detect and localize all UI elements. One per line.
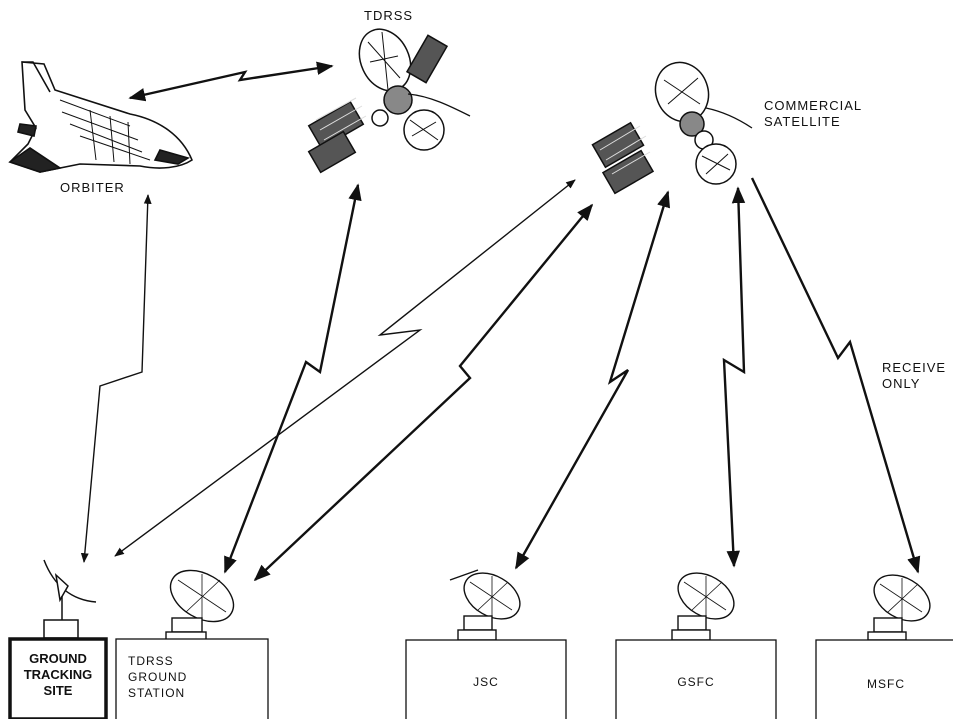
link-commercial-ground-tracking <box>114 179 576 557</box>
tdrss-ground-station-box <box>115 638 269 719</box>
link-orbiter-ground-tracking <box>80 194 152 563</box>
orbiter-shuttle-icon <box>8 61 193 173</box>
link-orbiter-tdrss <box>128 61 334 102</box>
ground-tracking-site-label: GROUND TRACKING SITE <box>23 651 93 698</box>
tdrss-ground-station-label: TDRSS GROUND STATION <box>128 654 188 700</box>
gsfc-box <box>615 639 777 719</box>
msfc-box <box>815 639 953 719</box>
commercial-satellite-label: COMMERCIAL SATELLITE <box>764 98 863 129</box>
gsfc-dish-icon <box>671 572 735 641</box>
ground-tracking-site-box <box>8 637 108 719</box>
jsc-box <box>405 639 567 719</box>
gsfc-label: GSFC <box>677 675 715 689</box>
link-commercial-jsc <box>514 190 671 570</box>
jsc-dish-icon <box>449 569 521 641</box>
msfc-dish-icon <box>867 574 931 641</box>
tdrss-label: TDRSS <box>364 8 414 23</box>
link-tdrss-tdrss-ground <box>223 183 362 574</box>
ground-tracking-antenna-icon <box>43 559 97 639</box>
link-commercial-msfc <box>750 177 921 574</box>
tdrss-satellite-icon <box>307 28 471 174</box>
msfc-label: MSFC <box>867 677 905 691</box>
tdrss-ground-dish-icon <box>165 569 235 641</box>
link-commercial-gsfc <box>722 186 746 568</box>
receive-only-label: RECEIVE ONLY <box>882 360 947 391</box>
commercial-satellite-icon <box>591 61 753 195</box>
orbiter-label: ORBITER <box>60 180 125 195</box>
jsc-label: JSC <box>473 675 499 689</box>
